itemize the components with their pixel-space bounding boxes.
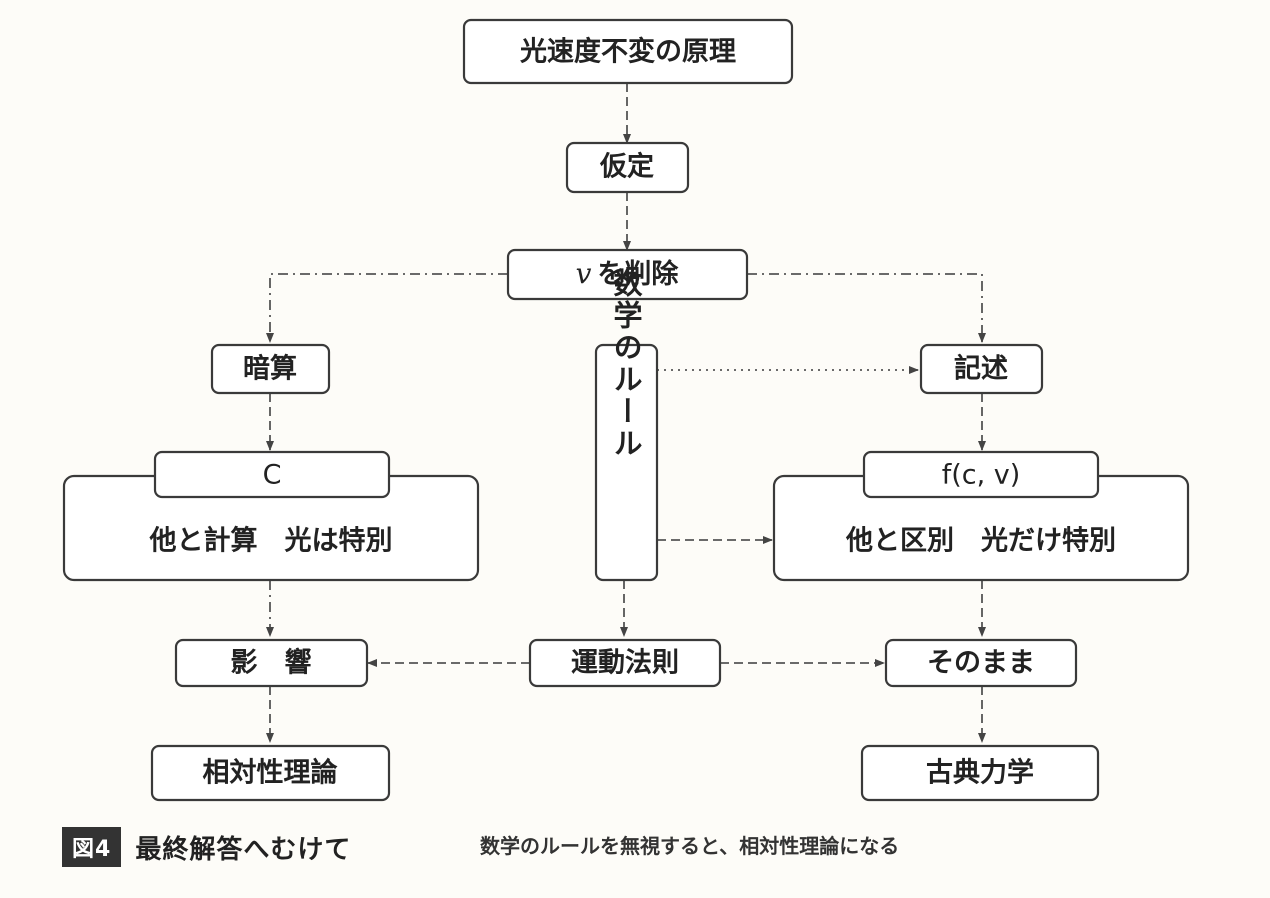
node-as-is-label: そのまま xyxy=(927,648,1035,679)
node-math-rules xyxy=(594,343,659,582)
node-motion-laws xyxy=(528,638,722,688)
figure-title-row: 図4 最終解答へむけて xyxy=(62,827,352,867)
node-remove-v xyxy=(506,248,749,301)
node-c xyxy=(153,450,391,499)
figure-badge: 図4 xyxy=(62,827,122,867)
node-description xyxy=(919,343,1044,395)
node-influence-label: 影 響 xyxy=(231,647,312,679)
node-principle-label: 光速度不変の原理 xyxy=(519,36,736,68)
node-classical-mechanics-label: 古典力学 xyxy=(926,757,1034,789)
figure-caption: 数学のルールを無視すると、相対性理論になる xyxy=(480,834,900,858)
node-influence xyxy=(174,638,369,688)
node-c-label: C xyxy=(263,460,282,491)
node-description-label: 記述 xyxy=(954,353,1008,385)
node-distinguish-others-label: 他と区別 光だけ特別 xyxy=(845,526,1116,557)
edge-remove-v-description xyxy=(747,273,986,343)
node-mental-calc xyxy=(210,343,331,395)
node-principle xyxy=(462,18,794,85)
node-fcv xyxy=(862,450,1100,499)
node-classical-mechanics xyxy=(860,744,1100,802)
node-mental-calc-label: 暗算 xyxy=(243,353,297,385)
node-motion-laws-label: 運動法則 xyxy=(571,648,679,679)
figure-title: 最終解答へむけて xyxy=(135,834,352,865)
node-calc-with-others-label: 他と計算 光は特別 xyxy=(149,525,393,557)
node-fcv-label: f(c, v) xyxy=(942,460,1021,491)
edges xyxy=(266,83,986,743)
node-assumption xyxy=(565,141,690,194)
node-relativity xyxy=(150,744,391,802)
remove-text: を削除 xyxy=(597,258,679,290)
var-v: v xyxy=(576,257,592,290)
node-as-is xyxy=(884,638,1078,688)
node-math-rules-label: 数学のルール xyxy=(609,268,643,460)
edge-remove-v-mental-calc xyxy=(266,273,508,343)
node-assumption-label: 仮定 xyxy=(599,151,654,183)
node-relativity-label: 相対性理論 xyxy=(203,757,338,789)
